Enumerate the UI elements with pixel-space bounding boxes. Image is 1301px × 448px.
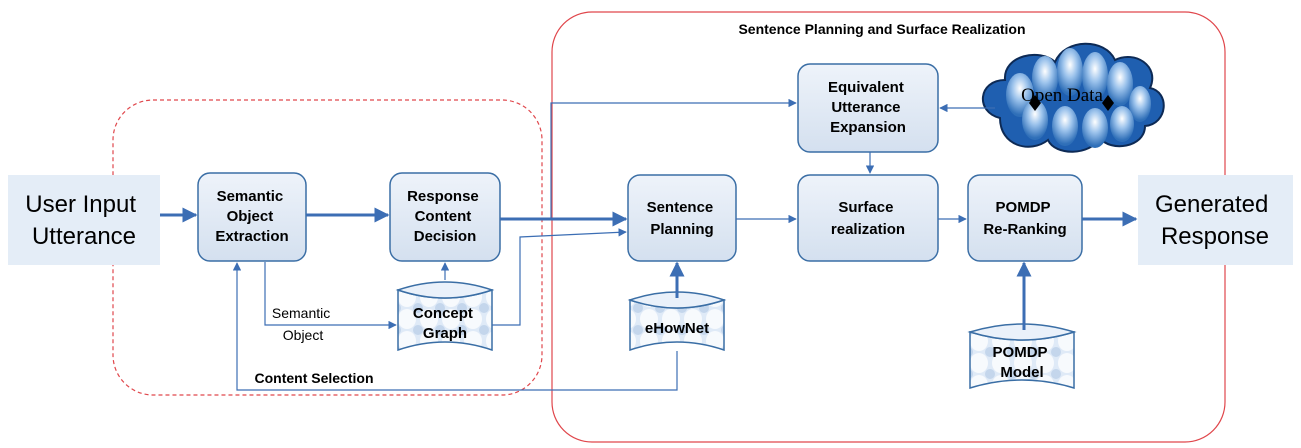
connector-arrows (160, 98, 1138, 391)
open-data-cloud: Open Data (982, 42, 1165, 153)
semantic-object-extraction-box: Semantic Object Extraction (197, 172, 307, 262)
svg-text:Sentence Planning: Sentence Planning (647, 199, 718, 238)
svg-text:Response Content D: Response Content Decision (407, 188, 483, 245)
region-title-content-selection: Content Selection (254, 370, 373, 386)
generated-response-label: Generated Response (1155, 191, 1275, 250)
content-selection-region (112, 99, 543, 396)
arrow-ehownet-to-extraction (232, 262, 678, 391)
arrow-extraction-to-concept-graph (264, 262, 397, 330)
user-input-block (8, 175, 160, 265)
generated-response-block (1138, 175, 1293, 265)
surface-realization-box: Surface realization (797, 174, 939, 262)
open-data-label: Open Data (1021, 85, 1103, 106)
svg-text:eHowNet: eHowNet (645, 320, 709, 337)
svg-text:Concept Graph: Concept Graph (413, 305, 477, 342)
sentence-planning-box: Sentence Planning (627, 174, 737, 262)
response-content-decision-box: Response Content Decision (389, 172, 501, 262)
svg-text:POMDP Re-Ranking: POMDP Re-Ranking (983, 199, 1066, 238)
ehownet-database: eHowNet (627, 291, 727, 352)
semantic-object-edge-label: Semantic Object (272, 305, 334, 343)
pomdp-model-database: POMDP Model (967, 323, 1077, 390)
user-input-label: User Input Utterance (25, 191, 142, 250)
svg-text:Surface realization: Surface realization (831, 199, 905, 238)
arrow-concept-graph-to-planning (492, 228, 627, 326)
pomdp-reranking-box: POMDP Re-Ranking (967, 174, 1083, 262)
svg-text:Semantic Object Ex: Semantic Object Extraction (215, 188, 288, 245)
svg-text:Equivalent Utterance: Equivalent Utterance Expansion (828, 79, 908, 136)
svg-text:POMDP Model: POMDP Model (993, 344, 1052, 381)
concept-graph-database: Concept Graph (395, 281, 495, 352)
region-title-sentence-planning: Sentence Planning and Surface Realizatio… (738, 21, 1025, 37)
equivalent-utterance-expansion-box: Equivalent Utterance Expansion (797, 63, 939, 153)
arrow-decision-to-expansion (525, 98, 797, 220)
